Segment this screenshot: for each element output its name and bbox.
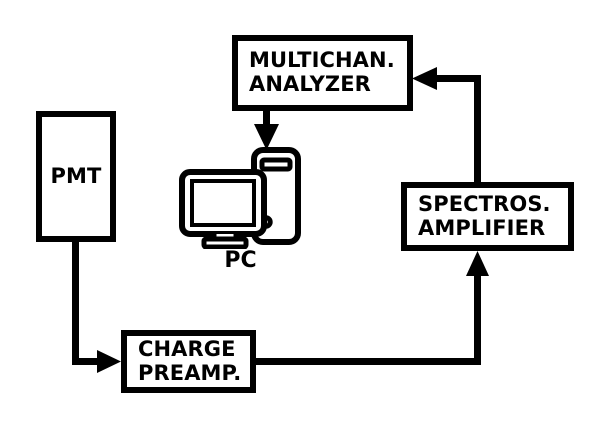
connector-charge-preamp-to-spectros-amplifier (256, 251, 489, 365)
node-label-line2: ANALYZER (249, 72, 371, 96)
node-label-pc: PC (224, 248, 257, 273)
monitor-screen (190, 179, 256, 227)
tower-drive-slot (259, 157, 293, 172)
arrowhead-icon (254, 124, 279, 150)
connector-multichannel-analyzer-to-pc (254, 111, 279, 150)
connector-line (72, 242, 103, 365)
node-label-line2: AMPLIFIER (418, 215, 546, 240)
node-label-line1: PMT (50, 163, 102, 188)
node-label-line1: SPECTROS. (418, 191, 551, 216)
arrowhead-icon (97, 350, 121, 373)
node-label-line1: MULTICHAN. (249, 48, 395, 73)
node-spectroscopy-amplifier[interactable]: SPECTROS. AMPLIFIER (401, 182, 574, 251)
connector-line (256, 276, 481, 365)
monitor-base (201, 236, 249, 249)
connector-pmt-to-charge-preamp (72, 242, 121, 373)
computer-icon (179, 147, 301, 249)
arrowhead-icon (466, 251, 489, 276)
node-label-line1: CHARGE (138, 336, 236, 361)
node-multichannel-analyzer[interactable]: MULTICHAN. ANALYZER (232, 35, 413, 111)
node-label-line2: PREAMP. (138, 360, 242, 385)
connector-spectros-amplifier-to-multichannel-analyzer (412, 67, 481, 182)
node-pc[interactable]: PC (178, 144, 303, 286)
node-pmt[interactable]: PMT (36, 111, 116, 242)
connector-line (437, 75, 481, 182)
node-charge-preamp[interactable]: CHARGE PREAMP. (121, 330, 256, 393)
arrowhead-icon (412, 67, 437, 90)
